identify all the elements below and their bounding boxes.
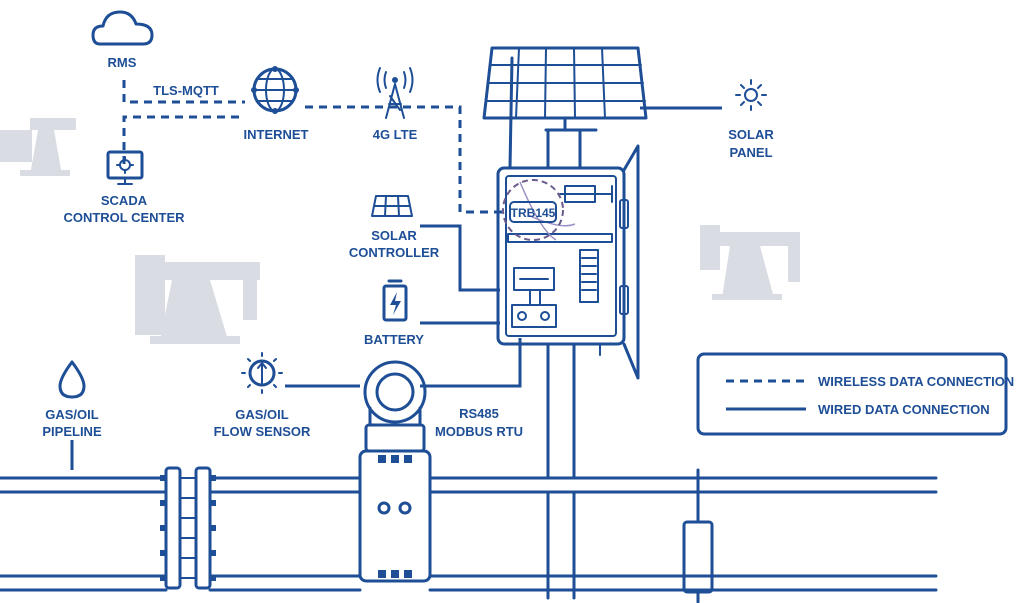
label-battery: BATTERY [364, 332, 424, 347]
legend-wireless: WIRELESS DATA CONNECTION [818, 374, 1014, 389]
globe-icon [251, 66, 299, 114]
monitor-gear-icon [106, 150, 144, 185]
pump-jack-center [135, 255, 260, 344]
pump-jack-right [700, 225, 800, 300]
label-controller: CONTROLLER [349, 245, 440, 260]
pump-jack-left [0, 118, 76, 176]
label-solar: SOLAR [728, 127, 774, 142]
solar-controller-icon [371, 195, 413, 217]
solar-panel [482, 46, 648, 132]
legend: WIRELESS DATA CONNECTION WIRED DATA CONN… [696, 352, 1014, 436]
label-control-center: CONTROL CENTER [63, 210, 185, 225]
label-pipeline: PIPELINE [42, 424, 102, 439]
cell-tower-icon [376, 67, 414, 119]
pipeline [0, 476, 938, 592]
device-trb145: TRB145 [502, 179, 564, 241]
flow-meter [358, 360, 432, 583]
flow-sensor-icon [241, 352, 283, 394]
battery-icon [382, 279, 408, 322]
label-sensor-gas-oil: GAS/OIL [235, 407, 289, 422]
label-solar-ctrl: SOLAR [371, 228, 417, 243]
label-rs485: RS485 [459, 406, 499, 421]
pipe-flange [160, 466, 216, 590]
label-modbus: MODBUS RTU [435, 424, 523, 439]
enclosure [496, 56, 640, 380]
pipe-valve [682, 468, 714, 603]
legend-wired: WIRED DATA CONNECTION [818, 402, 990, 417]
label-scada: SCADA [101, 193, 148, 208]
label-panel: PANEL [729, 145, 772, 160]
oil-drop-icon [58, 360, 86, 399]
label-flow-sensor: FLOW SENSOR [214, 424, 311, 439]
label-tls-mqtt: TLS-MQTT [153, 83, 219, 98]
label-4g-lte: 4G LTE [373, 127, 418, 142]
label-rms: RMS [108, 55, 137, 70]
mast [546, 128, 582, 600]
label-pipeline-gas-oil: GAS/OIL [45, 407, 99, 422]
label-internet: INTERNET [244, 127, 309, 142]
label-device: TRB145 [511, 206, 556, 220]
sun-icon [735, 79, 767, 111]
wireless-links [122, 80, 505, 214]
cloud-icon [91, 10, 154, 46]
